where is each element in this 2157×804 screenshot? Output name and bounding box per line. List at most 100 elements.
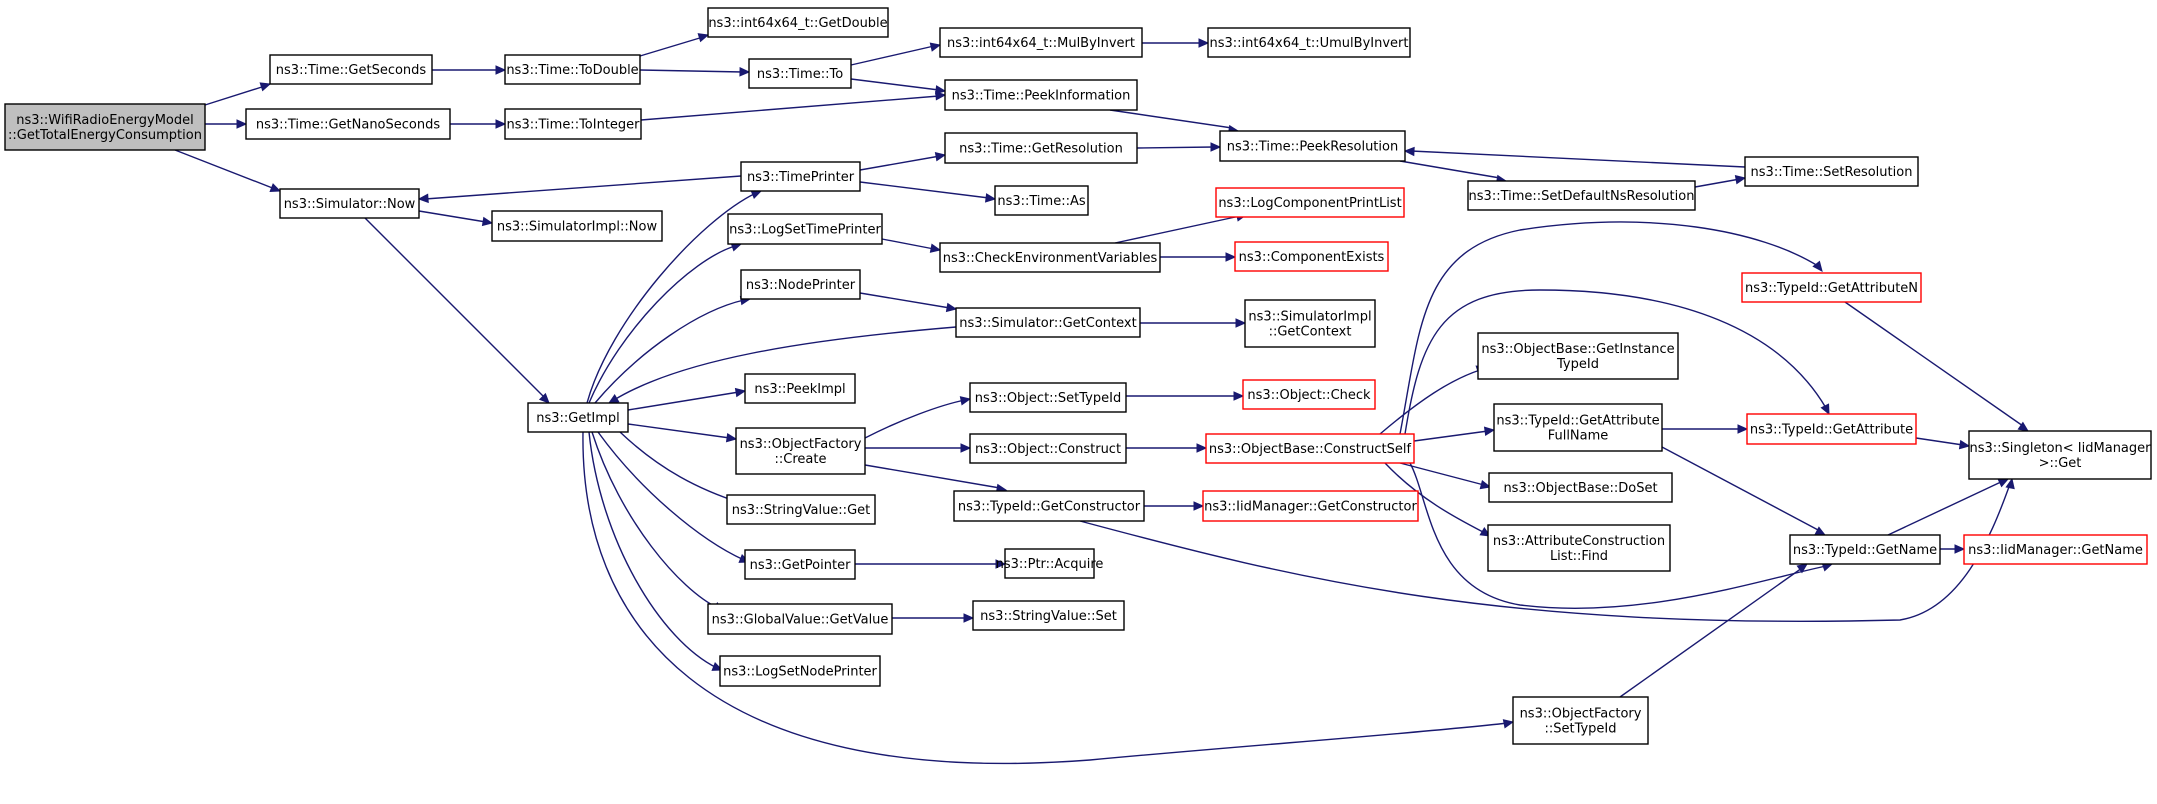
function-node-box[interactable] bbox=[1968, 430, 2152, 480]
function-node-simImplGetContext[interactable]: ns3::SimulatorImpl::GetContext bbox=[1244, 299, 1376, 348]
function-node-box[interactable] bbox=[994, 185, 1089, 216]
function-node-box[interactable] bbox=[1488, 472, 1673, 503]
function-node-box[interactable] bbox=[1004, 548, 1095, 579]
function-node-box[interactable] bbox=[719, 655, 881, 687]
function-node-typeIdGetName[interactable]: ns3::TypeId::GetName bbox=[1789, 534, 1941, 565]
function-node-box[interactable] bbox=[1244, 299, 1376, 348]
function-node-logComponentPrintList[interactable]: ns3::LogComponentPrintList bbox=[1215, 187, 1405, 218]
function-node-iidGetConstructor[interactable]: ns3::IidManager::GetConstructor bbox=[1202, 490, 1419, 522]
function-node-box[interactable] bbox=[727, 213, 883, 245]
function-node-constructSelf[interactable]: ns3::ObjectBase::ConstructSelf bbox=[1205, 433, 1415, 464]
function-node-box[interactable] bbox=[1789, 534, 1941, 565]
function-node-mulByInvert[interactable]: ns3::int64x64_t::MulByInvert bbox=[939, 27, 1143, 58]
function-node-peekInformation[interactable]: ns3::Time::PeekInformation bbox=[944, 79, 1138, 111]
function-node-box[interactable] bbox=[740, 161, 861, 192]
function-node-componentExists[interactable]: ns3::ComponentExists bbox=[1234, 241, 1389, 272]
function-node-box[interactable] bbox=[944, 132, 1138, 164]
function-node-ptrAcquire[interactable]: ns3::Ptr::Acquire bbox=[996, 548, 1104, 579]
function-node-root[interactable]: ns3::WifiRadioEnergyModel::GetTotalEnerg… bbox=[4, 103, 206, 151]
function-node-box[interactable] bbox=[740, 269, 861, 300]
function-node-box[interactable] bbox=[279, 188, 420, 219]
function-node-box[interactable] bbox=[744, 373, 856, 404]
function-node-getPointer[interactable]: ns3::GetPointer bbox=[744, 549, 856, 580]
function-node-box[interactable] bbox=[955, 307, 1141, 338]
function-node-box[interactable] bbox=[969, 433, 1127, 464]
function-node-peekImpl[interactable]: ns3::PeekImpl bbox=[744, 373, 856, 404]
function-node-box[interactable] bbox=[1477, 332, 1679, 380]
function-node-box[interactable] bbox=[1219, 130, 1406, 162]
function-node-box[interactable] bbox=[939, 242, 1161, 273]
function-node-objConstruct[interactable]: ns3::Object::Construct bbox=[969, 433, 1127, 464]
function-node-box[interactable] bbox=[1493, 403, 1663, 452]
function-node-box[interactable] bbox=[1202, 490, 1419, 522]
function-node-timeTo[interactable]: ns3::Time::To bbox=[748, 58, 852, 89]
function-node-box[interactable] bbox=[245, 108, 451, 140]
function-node-box[interactable] bbox=[707, 7, 889, 38]
function-node-stringValueGet[interactable]: ns3::StringValue::Get bbox=[726, 494, 876, 525]
function-node-box[interactable] bbox=[953, 490, 1145, 522]
function-node-stringValueSet[interactable]: ns3::StringValue::Set bbox=[972, 600, 1125, 631]
function-node-box[interactable] bbox=[744, 549, 856, 580]
function-node-box[interactable] bbox=[491, 210, 663, 242]
function-node-logSetTimePrinter[interactable]: ns3::LogSetTimePrinter bbox=[727, 213, 883, 245]
function-node-singletonGet[interactable]: ns3::Singleton< IidManager>::Get bbox=[1968, 430, 2152, 480]
function-node-box[interactable] bbox=[504, 54, 641, 85]
function-node-simNow[interactable]: ns3::Simulator::Now bbox=[279, 188, 420, 219]
function-node-logSetNodePrinter[interactable]: ns3::LogSetNodePrinter bbox=[719, 655, 881, 687]
function-node-umulByInvert[interactable]: ns3::int64x64_t::UmulByInvert bbox=[1207, 27, 1411, 58]
function-node-box[interactable] bbox=[1215, 187, 1405, 218]
function-node-iidGetName[interactable]: ns3::IidManager::GetName bbox=[1963, 534, 2148, 565]
function-node-box[interactable] bbox=[1744, 156, 1919, 187]
function-node-getNanoSeconds[interactable]: ns3::Time::GetNanoSeconds bbox=[245, 108, 451, 140]
function-node-objFactoryCreate[interactable]: ns3::ObjectFactory::Create bbox=[735, 427, 866, 475]
function-node-box[interactable] bbox=[1234, 241, 1389, 272]
function-node-box[interactable] bbox=[1746, 413, 1917, 445]
function-node-box[interactable] bbox=[726, 494, 876, 525]
function-node-box[interactable] bbox=[1963, 534, 2148, 565]
function-node-box[interactable] bbox=[735, 427, 866, 475]
function-node-setDefaultNsRes[interactable]: ns3::Time::SetDefaultNsResolution bbox=[1467, 180, 1696, 211]
function-node-box[interactable] bbox=[1741, 272, 1922, 303]
function-node-box[interactable] bbox=[972, 600, 1125, 631]
function-node-toDouble[interactable]: ns3::Time::ToDouble bbox=[504, 54, 641, 85]
function-node-setResolution[interactable]: ns3::Time::SetResolution bbox=[1744, 156, 1919, 187]
function-node-typeIdGetConstructor[interactable]: ns3::TypeId::GetConstructor bbox=[953, 490, 1145, 522]
function-node-getResolution[interactable]: ns3::Time::GetResolution bbox=[944, 132, 1138, 164]
function-node-objSetTypeId[interactable]: ns3::Object::SetTypeId bbox=[969, 382, 1127, 413]
function-node-box[interactable] bbox=[1512, 696, 1649, 745]
function-node-box[interactable] bbox=[269, 54, 433, 85]
function-node-globalValueGetValue[interactable]: ns3::GlobalValue::GetValue bbox=[707, 603, 893, 635]
function-node-box[interactable] bbox=[939, 27, 1143, 58]
function-node-simImplNow[interactable]: ns3::SimulatorImpl::Now bbox=[491, 210, 663, 242]
function-node-box[interactable] bbox=[1467, 180, 1696, 211]
function-node-objectCheck[interactable]: ns3::Object::Check bbox=[1242, 379, 1376, 410]
function-node-box[interactable] bbox=[1207, 27, 1411, 58]
function-node-box[interactable] bbox=[4, 103, 206, 151]
function-node-box[interactable] bbox=[969, 382, 1127, 413]
function-node-box[interactable] bbox=[748, 58, 852, 89]
function-node-timeAs[interactable]: ns3::Time::As bbox=[994, 185, 1089, 216]
function-node-box[interactable] bbox=[1242, 379, 1376, 410]
function-node-box[interactable] bbox=[504, 108, 642, 140]
function-node-box[interactable] bbox=[944, 79, 1138, 111]
function-node-simGetContext[interactable]: ns3::Simulator::GetContext bbox=[955, 307, 1141, 338]
function-node-box[interactable] bbox=[1205, 433, 1415, 464]
function-node-doSet[interactable]: ns3::ObjectBase::DoSet bbox=[1488, 472, 1673, 503]
function-node-getSeconds[interactable]: ns3::Time::GetSeconds bbox=[269, 54, 433, 85]
function-node-peekResolution[interactable]: ns3::Time::PeekResolution bbox=[1219, 130, 1406, 162]
function-node-getAttributeN[interactable]: ns3::TypeId::GetAttributeN bbox=[1741, 272, 1922, 303]
function-node-checkEnvVars[interactable]: ns3::CheckEnvironmentVariables bbox=[939, 242, 1161, 273]
function-node-timePrinter[interactable]: ns3::TimePrinter bbox=[740, 161, 861, 192]
function-node-getAttribute[interactable]: ns3::TypeId::GetAttribute bbox=[1746, 413, 1917, 445]
function-node-objFactorySetTypeId[interactable]: ns3::ObjectFactory::SetTypeId bbox=[1512, 696, 1649, 745]
function-node-nodePrinter[interactable]: ns3::NodePrinter bbox=[740, 269, 861, 300]
function-node-box[interactable] bbox=[1487, 524, 1671, 572]
function-node-getImpl[interactable]: ns3::GetImpl bbox=[527, 402, 629, 433]
function-node-box[interactable] bbox=[527, 402, 629, 433]
function-node-i64GetDouble[interactable]: ns3::int64x64_t::GetDouble bbox=[707, 7, 889, 38]
function-node-toInteger[interactable]: ns3::Time::ToInteger bbox=[504, 108, 642, 140]
function-node-box[interactable] bbox=[707, 603, 893, 635]
